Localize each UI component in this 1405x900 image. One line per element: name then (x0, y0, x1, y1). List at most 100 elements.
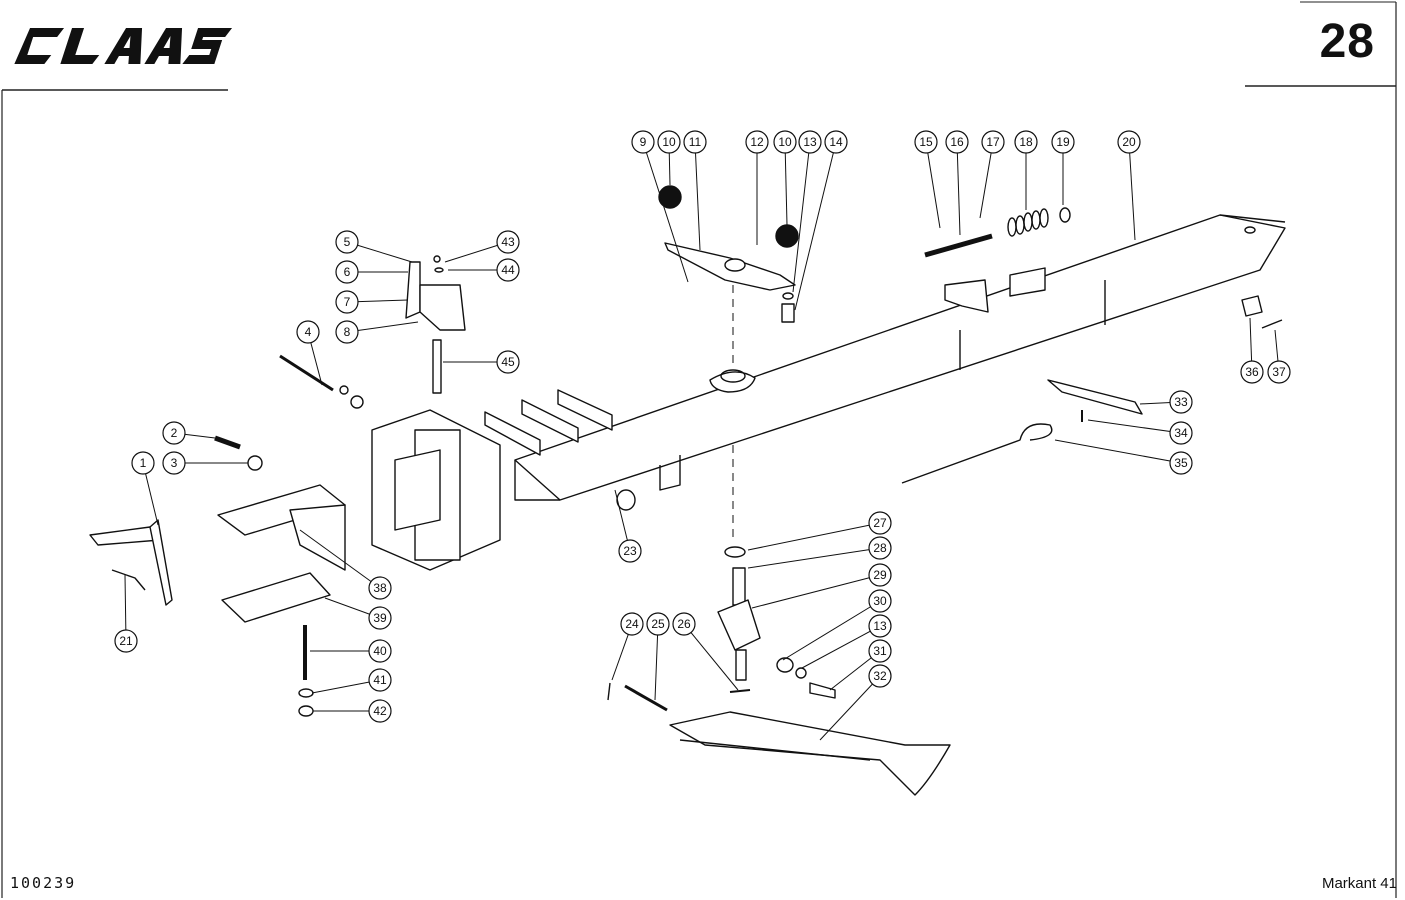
callout-circle (672, 612, 696, 636)
callout-number: 9 (640, 135, 647, 149)
callout-39: 39 (324, 597, 392, 630)
callout-31: 31 (829, 639, 892, 691)
callout-number: 13 (873, 619, 887, 633)
callout-circle (335, 320, 359, 344)
callout-number: 15 (919, 135, 933, 149)
callout-number: 35 (1174, 456, 1188, 470)
callout-45: 45 (443, 350, 520, 374)
callout-circle (868, 589, 892, 613)
callout-number: 26 (677, 617, 691, 631)
callout-circle (945, 130, 969, 154)
callout-number: 14 (829, 135, 843, 149)
callout-circle (773, 130, 797, 154)
callout-leader (299, 529, 381, 589)
callout-37: 37 (1267, 329, 1291, 384)
callout-number: 30 (873, 594, 887, 608)
callout-25: 25 (646, 612, 670, 701)
callout-leader (747, 522, 881, 551)
callout-circle (914, 130, 938, 154)
callout-number: 19 (1056, 135, 1070, 149)
callout-number: 11 (689, 135, 702, 149)
callout-13: 13 (792, 130, 822, 293)
callout-32: 32 (819, 664, 892, 741)
callout-circle (618, 539, 642, 563)
callout-number: 21 (119, 634, 133, 648)
callout-number: 37 (1272, 365, 1286, 379)
callout-6: 6 (335, 260, 408, 284)
callout-number: 36 (1245, 365, 1259, 379)
mounting-plate (371, 409, 501, 571)
callout-number: 38 (373, 581, 387, 595)
callout-number: 25 (651, 617, 665, 631)
callout-number: 24 (625, 617, 639, 631)
callout-circle (745, 130, 769, 154)
callout-26: 26 (672, 612, 739, 691)
page-number: 28 (1319, 15, 1375, 68)
callout-circle (1051, 130, 1075, 154)
callout-40: 40 (310, 639, 392, 663)
callout-leader (694, 141, 701, 251)
callout-circle (162, 421, 186, 445)
callout-leader (1128, 141, 1136, 241)
callout-circle (657, 130, 681, 154)
callout-circle (683, 130, 707, 154)
main-drawbar-beam (514, 214, 1286, 501)
callout-number: 32 (873, 669, 887, 683)
callout-10: 10 (657, 130, 681, 186)
callout-number: 34 (1174, 426, 1188, 440)
callout-circle (868, 664, 892, 688)
callout-leader (956, 141, 961, 236)
callout-44: 44 (448, 258, 520, 282)
callout-13: 13 (801, 614, 892, 669)
callout-number: 42 (373, 704, 387, 718)
callout-circle (1240, 360, 1264, 384)
callout-number: 2 (171, 426, 178, 440)
callout-number: 6 (344, 265, 351, 279)
callout-leader (784, 141, 788, 226)
callout-circle (620, 612, 644, 636)
callout-leader (654, 623, 659, 701)
document-number: 100239 (10, 874, 77, 892)
callout-number: 39 (373, 611, 387, 625)
callout-circle (162, 451, 186, 475)
callout-16: 16 (945, 130, 969, 236)
jack-spindle (717, 567, 761, 681)
callout-circle (868, 614, 892, 638)
callout-circle (496, 350, 520, 374)
callout-circle (131, 451, 155, 475)
callout-number: 41 (373, 673, 387, 687)
callout-20: 20 (1117, 130, 1141, 241)
callout-circle (868, 639, 892, 663)
callout-circle (496, 230, 520, 254)
callout-34: 34 (1087, 419, 1193, 445)
callout-leader (683, 623, 739, 691)
callout-number: 7 (344, 295, 351, 309)
callout-number: 17 (986, 135, 1000, 149)
callout-number: 40 (373, 644, 387, 658)
callout-3: 3 (162, 451, 248, 475)
callout-11: 11 (683, 130, 707, 251)
callout-number: 8 (344, 325, 351, 339)
callout-circle (868, 563, 892, 587)
callout-2: 2 (162, 421, 216, 445)
callout-number: 1 (140, 456, 147, 470)
callout-number: 16 (950, 135, 964, 149)
callout-7: 7 (335, 290, 409, 314)
callout-10: 10 (773, 130, 797, 226)
callout-4: 4 (296, 320, 323, 386)
callout-circle (868, 536, 892, 560)
callout-circle (1169, 451, 1193, 475)
callout-circle (798, 130, 822, 154)
callout-14: 14 (794, 130, 848, 311)
callout-28: 28 (747, 536, 892, 569)
callout-number: 12 (750, 135, 764, 149)
callout-17: 17 (979, 130, 1005, 219)
callout-number: 27 (873, 516, 887, 530)
callout-leader (792, 141, 811, 293)
control-levers (658, 185, 799, 323)
callout-leader (751, 574, 881, 609)
